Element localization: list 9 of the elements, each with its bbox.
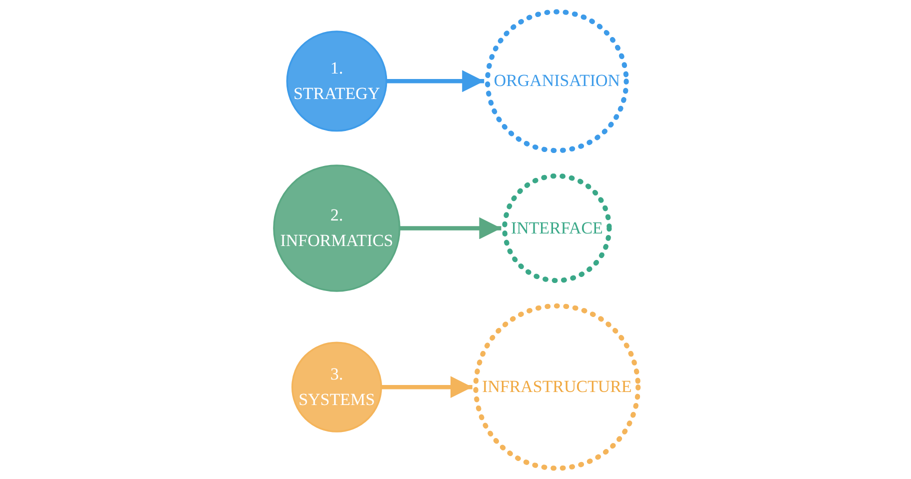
arrow	[380, 376, 472, 398]
arrow	[386, 70, 484, 92]
node-circle: 3. SYSTEMS	[290, 341, 382, 432]
node-circle: INTERFACE	[502, 172, 612, 283]
node-circle: INFRASTRUCTURE	[472, 302, 640, 470]
node-circle: ORGANISATION	[484, 8, 628, 153]
arrow	[399, 216, 501, 239]
node-circle: 2. INFORMATICS	[272, 164, 400, 292]
node-circle: 1. STRATEGY	[286, 30, 387, 132]
